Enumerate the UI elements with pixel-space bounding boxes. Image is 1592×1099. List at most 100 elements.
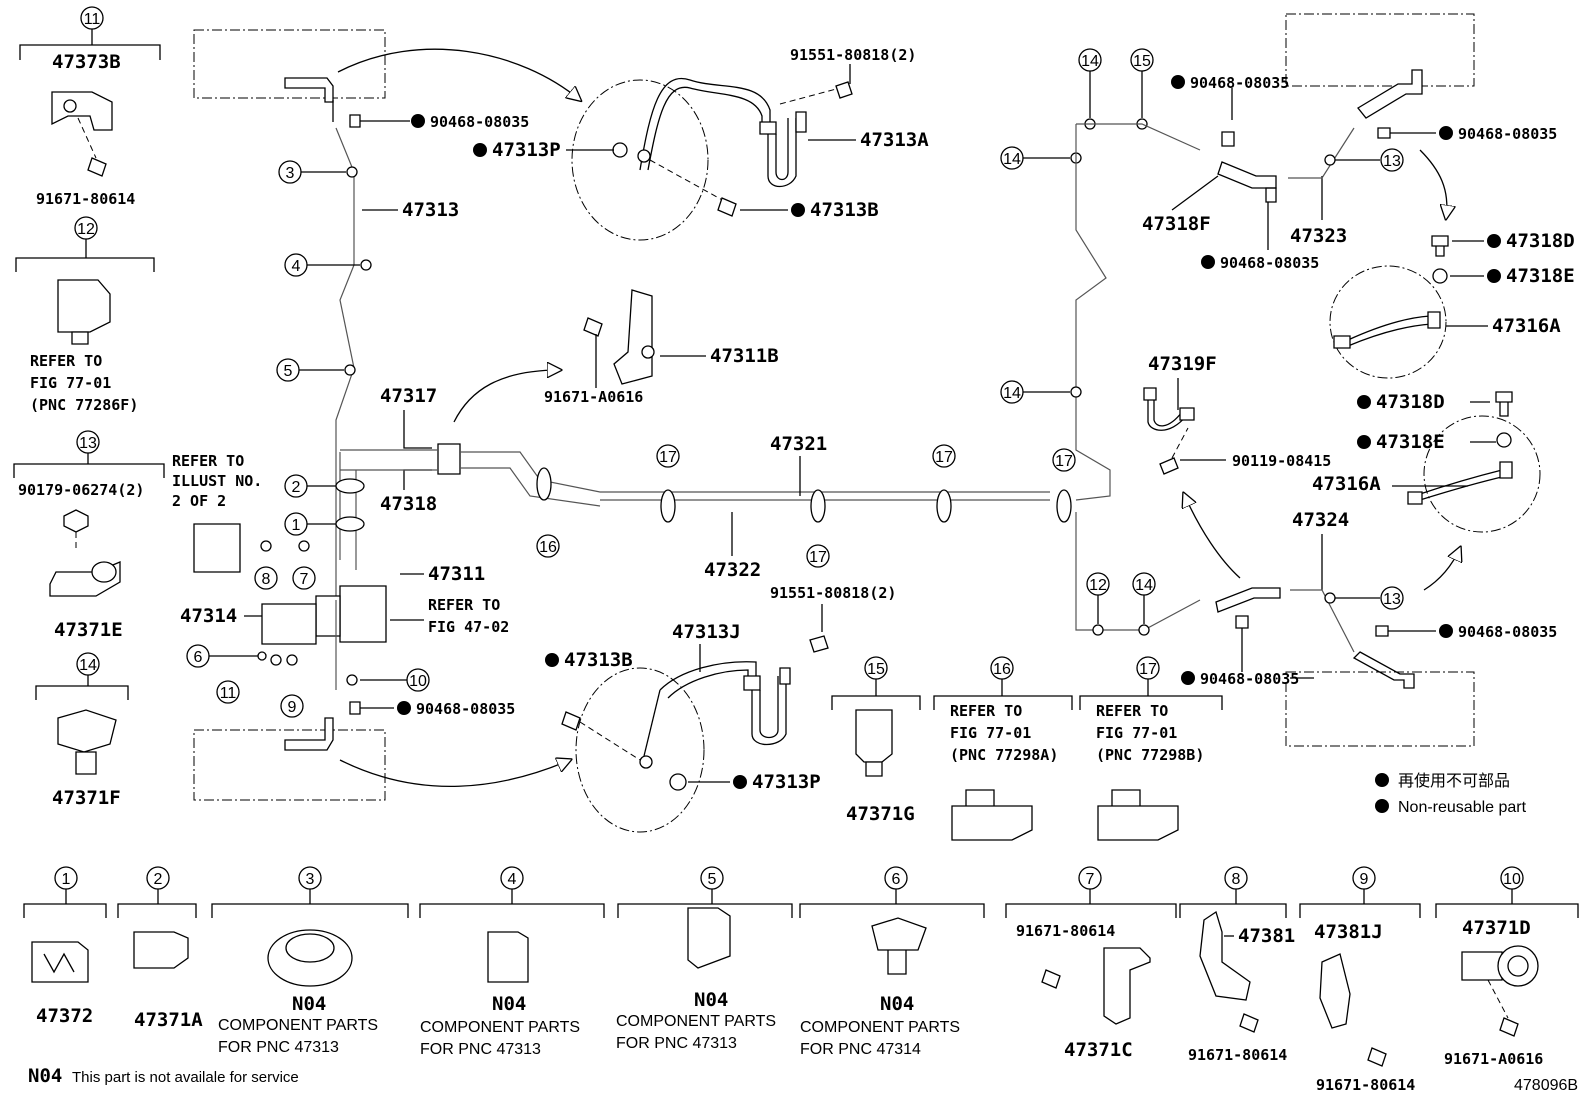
group-12-clip: 12 REFER TO FIG 77-01 (PNC 77286F) [15,216,155,414]
right-rear-lines: 14 15 14 14 12 14 90468-08035 47318F [1000,13,1575,747]
hose-detail-bottom: 91551-80818(2) 47313J 47313B 47313P [545,584,896,833]
label-b-91671-7: 91671-80614 [1016,922,1115,940]
callout-14d-text: 14 [1003,385,1021,402]
callout-12-text: 12 [77,221,95,238]
pipes-47321-47322: 16 17 17 17 17 47321 47322 [536,433,1076,581]
callout-5-text: 5 [284,363,293,380]
label-47318F: 47318F [1142,213,1211,235]
label-47313B-top: 47313B [810,199,879,221]
label-b-n04-6: N04 [880,993,914,1015]
label-90468-bottom-left: 90468-08035 [416,700,515,718]
callout-7-text: 7 [300,571,309,588]
clamp-17 [1097,789,1179,841]
callout-8-text: 8 [262,571,271,588]
legend: 再使用不可部品 Non-reusable part [1375,772,1527,816]
ref-box [193,523,241,573]
label-47316A-b: 47316A [1312,473,1381,495]
label-b-comp-6a: COMPONENT PARTS [800,1019,960,1036]
label-47322: 47322 [704,559,761,581]
label-47318E-b: 47318E [1376,431,1445,453]
label-b-comp-5b: FOR PNC 47313 [616,1035,737,1052]
refer-illust-2: ILLUST NO. [172,472,262,490]
b-callout-10: 10 [1503,871,1521,888]
callout-9-text: 9 [288,699,297,716]
label-47313P-top: 47313P [492,139,561,161]
clamp-47372 [31,941,89,983]
callout-17e-text: 17 [1139,661,1157,678]
label-b-47371D: 47371D [1462,917,1531,939]
refer-77-01-a-1: REFER TO [30,352,102,370]
b-callout-7: 7 [1086,871,1095,888]
b-callout-4: 4 [508,871,517,888]
note-code: N04 [28,1065,62,1087]
callout-17c-text: 17 [935,449,953,466]
clip-6 [871,917,927,975]
label-47314: 47314 [180,605,237,627]
label-47313A: 47313A [860,129,929,151]
refer-77-01-b-1: REFER TO [950,702,1022,720]
label-91551-top: 91551-80818(2) [790,46,916,64]
legend-en: Non-reusable part [1398,799,1527,816]
group-13-clamp: 13 90179-06274(2) 47371E [13,430,165,641]
label-90468-top-left: 90468-08035 [430,113,529,131]
callout-15-text: 15 [867,661,885,678]
callout-17b-text: 17 [809,549,827,566]
label-47323: 47323 [1290,225,1347,247]
refer-77-01-c-2: FIG 77-01 [1096,724,1177,742]
label-b-comp-3b: FOR PNC 47313 [218,1039,339,1056]
clip-12 [57,279,111,333]
label-90468-r3: 90468-08035 [1458,125,1557,143]
label-90119: 90119-08415 [1232,452,1331,470]
label-91551-bottom: 91551-80818(2) [770,584,896,602]
legend-jp: 再使用不可部品 [1398,772,1510,790]
abs-actuator-47311 [339,585,387,643]
label-b-91671-8: 91671-80614 [1188,1046,1287,1064]
label-47318: 47318 [380,493,437,515]
label-b-comp-6b: FOR PNC 47314 [800,1041,921,1058]
callout-12b-text: 12 [1089,577,1107,594]
label-90468-r5: 90468-08035 [1200,670,1299,688]
callout-14-text: 14 [79,657,97,674]
refer-77-01-b-2: FIG 77-01 [950,724,1031,742]
label-b-47371A: 47371A [134,1009,203,1031]
label-47313: 47313 [402,199,459,221]
label-b-comp-5a: COMPONENT PARTS [616,1013,776,1030]
refer-77-01-a-2: FIG 77-01 [30,374,111,392]
bracket-47371C [1103,947,1151,1025]
bracket-47314 [261,603,317,645]
b-callout-8: 8 [1232,871,1241,888]
b-callout-5: 5 [708,871,717,888]
b-callout-9: 9 [1360,871,1369,888]
callout-1-text: 1 [292,517,301,534]
clip-5 [687,907,731,969]
b-callout-1: 1 [62,871,71,888]
refer-illust-1: REFER TO [172,452,244,470]
label-47371G: 47371G [846,803,915,825]
callout-2-text: 2 [292,479,301,496]
nut-90179 [63,509,89,533]
callout-11b-text: 11 [220,685,237,702]
callout-14c-text: 14 [1003,151,1021,168]
hose-detail-top: 47313A 91551-80818(2) 47313P 47313B [473,46,929,241]
label-b-n04-3: N04 [292,993,326,1015]
callout-11-text: 11 [84,11,101,28]
callout-17d-text: 17 [1055,453,1073,470]
label-47318D-a: 47318D [1506,230,1575,252]
group-11-clamp: 11 47373B 91671-80614 [19,6,161,208]
refer-77-01-c-3: (PNC 77298B) [1096,746,1204,764]
refer-77-01-c-1: REFER TO [1096,702,1168,720]
label-47324: 47324 [1292,509,1349,531]
callout-15b-text: 15 [1133,53,1151,70]
refer-47-02-2: FIG 47-02 [428,618,509,636]
callout-16-text: 16 [539,539,557,556]
group-15-16-17: 15 47371G 16 REFER TO FIG 77-01 (PNC 772… [831,656,1223,841]
callout-6-text: 6 [194,649,203,666]
callout-14b-text: 14 [1081,53,1099,70]
callout-13-text: 13 [79,435,97,452]
bracket-47381 [1199,910,1251,1001]
clamp-47371D [1461,951,1503,981]
label-47318E-a: 47318E [1506,265,1575,287]
label-b-47381: 47381 [1238,925,1295,947]
